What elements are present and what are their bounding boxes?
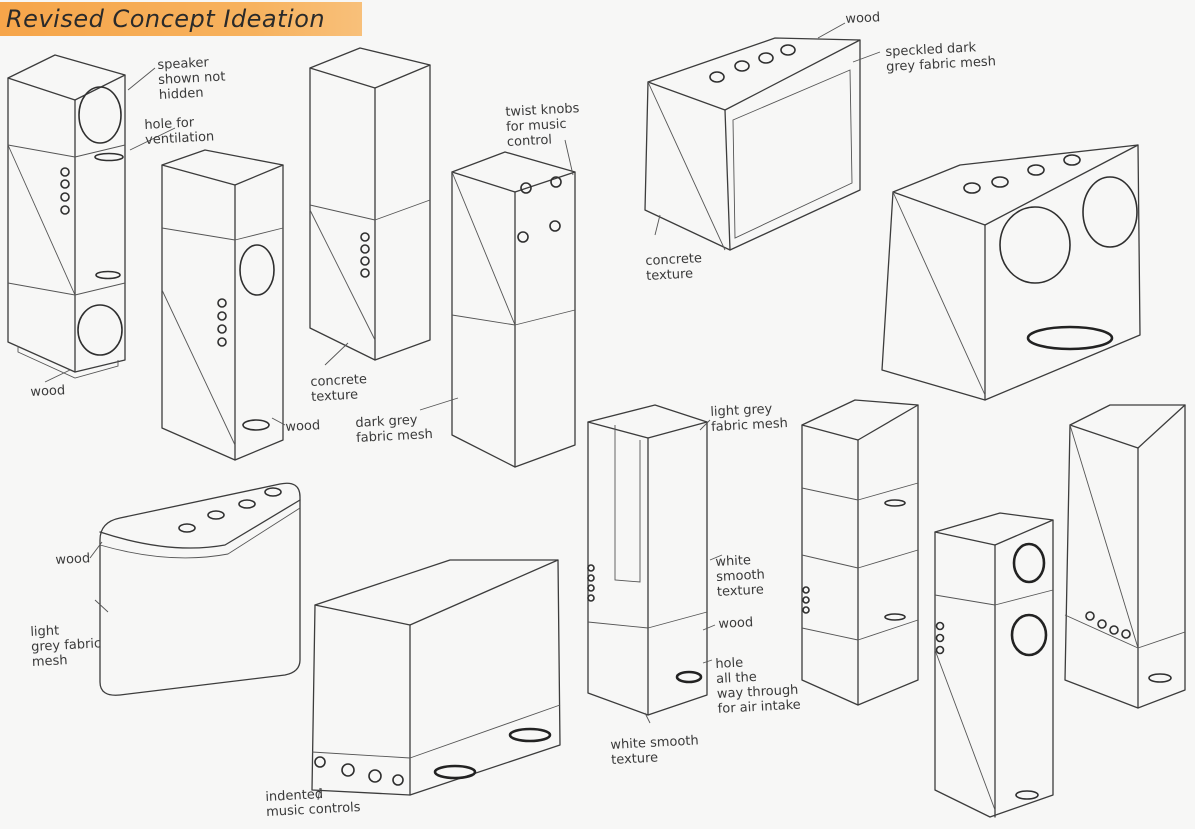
annotation-leader-lines (44, 22, 881, 801)
note-hole-air-intake: hole all the way through for air intake (715, 655, 802, 717)
note-speckled-fabric: speckled dark grey fabric mesh (885, 40, 997, 75)
note-wood-3: wood (845, 10, 881, 27)
title-highlight: Revised Concept Ideation (0, 2, 362, 36)
speaker-sketch-8 (311, 559, 561, 796)
note-speaker-shown: speaker shown not hidden (157, 55, 226, 103)
note-hole-ventilation: hole for ventilation (144, 115, 215, 148)
note-concrete-texture-1: concrete texture (310, 372, 368, 405)
note-white-smooth-2: white smooth texture (610, 733, 700, 768)
note-light-grey-fabric-2: light grey fabric mesh (710, 401, 789, 435)
note-indented-controls: indented music controls (265, 786, 361, 820)
note-wood-1: wood (30, 383, 66, 400)
speaker-sketch-5 (644, 37, 861, 251)
speaker-sketch-7 (99, 482, 301, 696)
speaker-sketch-2 (161, 149, 284, 461)
speaker-sketch-4 (451, 151, 576, 468)
note-white-smooth-1: white smooth texture (715, 553, 766, 600)
speaker-sketch-6 (881, 144, 1141, 401)
note-wood-4: wood (55, 551, 91, 568)
speaker-sketch-10 (801, 399, 919, 706)
note-light-grey-fabric-1: light grey fabric mesh (30, 623, 102, 670)
speaker-sketch-12 (1064, 404, 1186, 709)
speaker-sketch-11 (934, 512, 1054, 818)
speaker-sketch-1 (7, 54, 126, 379)
note-wood-2: wood (285, 418, 321, 435)
note-concrete-texture-2: concrete texture (645, 251, 703, 284)
note-twist-knobs: twist knobs for music control (505, 101, 580, 150)
page-title: Revised Concept Ideation (6, 5, 326, 33)
note-wood-5: wood (718, 615, 754, 632)
speaker-sketch-9 (587, 404, 708, 716)
speaker-sketch-3 (309, 47, 431, 361)
note-dark-grey-fabric: dark grey fabric mesh (355, 412, 434, 446)
